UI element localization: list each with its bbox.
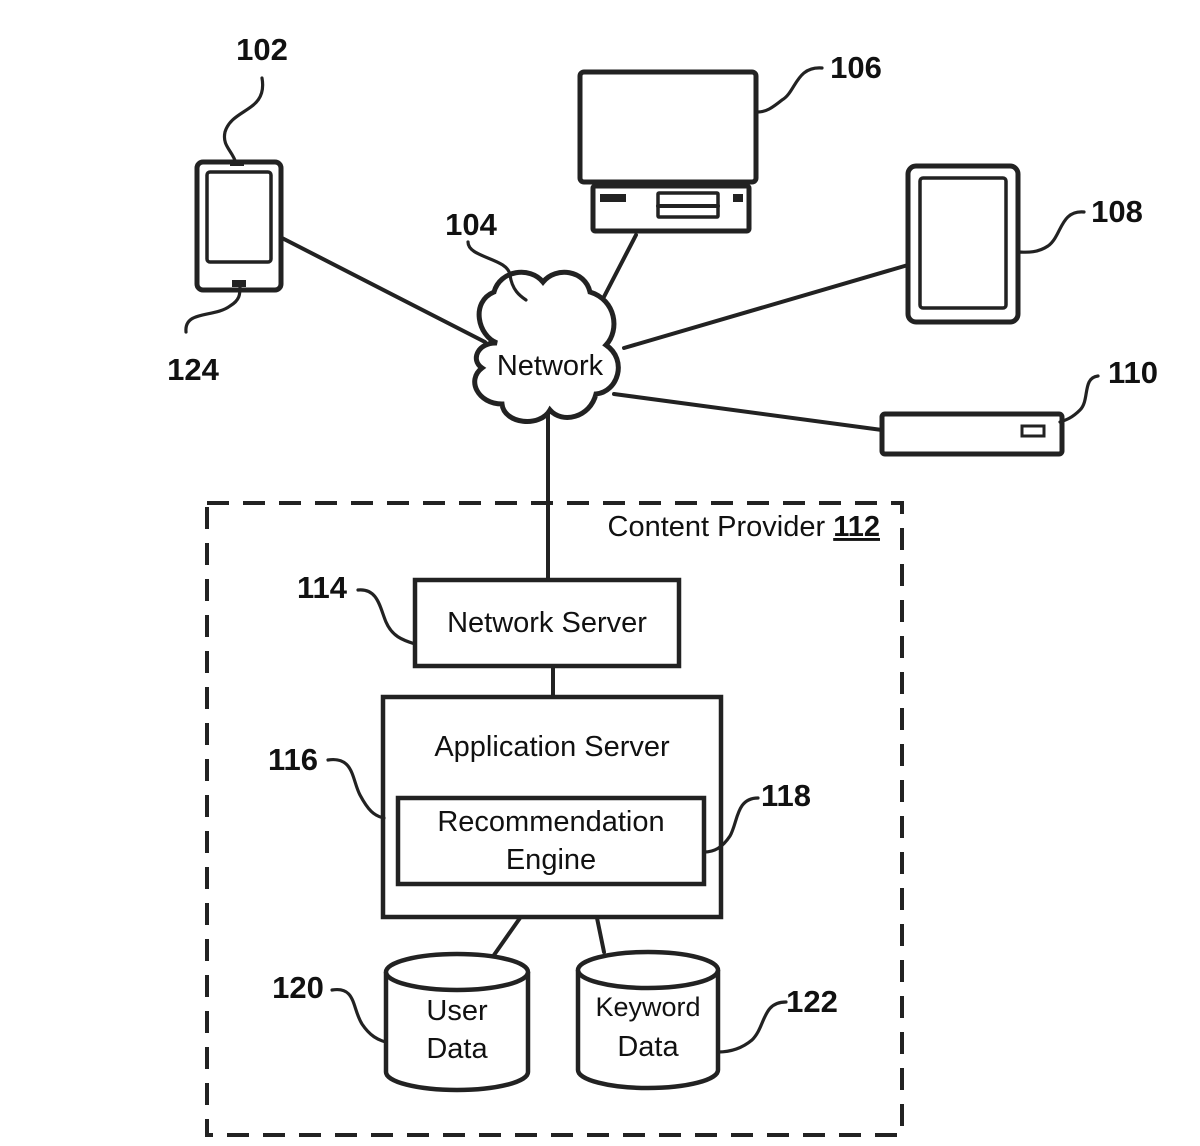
user-data-label-line1: User [426, 995, 488, 1027]
ref-108: 108 [1091, 194, 1143, 229]
network-cloud: Network [472, 269, 621, 424]
link-settopbox-network [612, 392, 884, 432]
keyword-data-label-line2: Data [617, 1031, 679, 1063]
content-provider-title: Content Provider 112 [608, 511, 880, 543]
content-provider-boundary [205, 501, 904, 1137]
link-tablet-network [622, 263, 910, 350]
set-top-box-icon [879, 411, 1065, 457]
ref-124: 124 [167, 352, 219, 387]
network-server-label: Network Server [447, 607, 647, 639]
ref-106: 106 [830, 50, 882, 85]
ref-104: 104 [445, 207, 497, 242]
reference-leaders [184, 66, 1100, 1054]
tablet-icon [905, 163, 1021, 325]
recommendation-engine-box: Recommendation Engine [395, 795, 707, 887]
user-data-label-line2: Data [426, 1033, 488, 1065]
connection-lines [280, 233, 910, 957]
application-server-label: Application Server [434, 731, 670, 763]
reference-numerals: 102 124 104 106 108 110 114 116 118 120 … [167, 32, 1158, 1019]
desktop-computer-icon [577, 69, 759, 234]
ref-118: 118 [761, 778, 811, 813]
keyword-data-label-line1: Keyword [595, 992, 700, 1022]
network-label: Network [497, 350, 604, 382]
ref-114: 114 [297, 570, 348, 605]
link-smartphone-network [280, 236, 487, 344]
smartphone-icon [194, 159, 284, 293]
ref-102: 102 [236, 32, 288, 67]
network-server-box: Network Server [412, 577, 682, 669]
ref-122: 122 [786, 984, 838, 1019]
recommendation-engine-label-line1: Recommendation [437, 806, 664, 838]
link-appserver-keyworddata [595, 916, 606, 954]
ref-116: 116 [268, 742, 318, 777]
keyword-data-database-icon: Keyword Data [575, 949, 721, 1091]
recommendation-engine-label-line2: Engine [506, 844, 596, 876]
link-appserver-userdata [492, 916, 522, 957]
ref-120: 120 [272, 970, 324, 1005]
user-data-database-icon: User Data [383, 951, 531, 1093]
ref-110: 110 [1108, 355, 1158, 390]
